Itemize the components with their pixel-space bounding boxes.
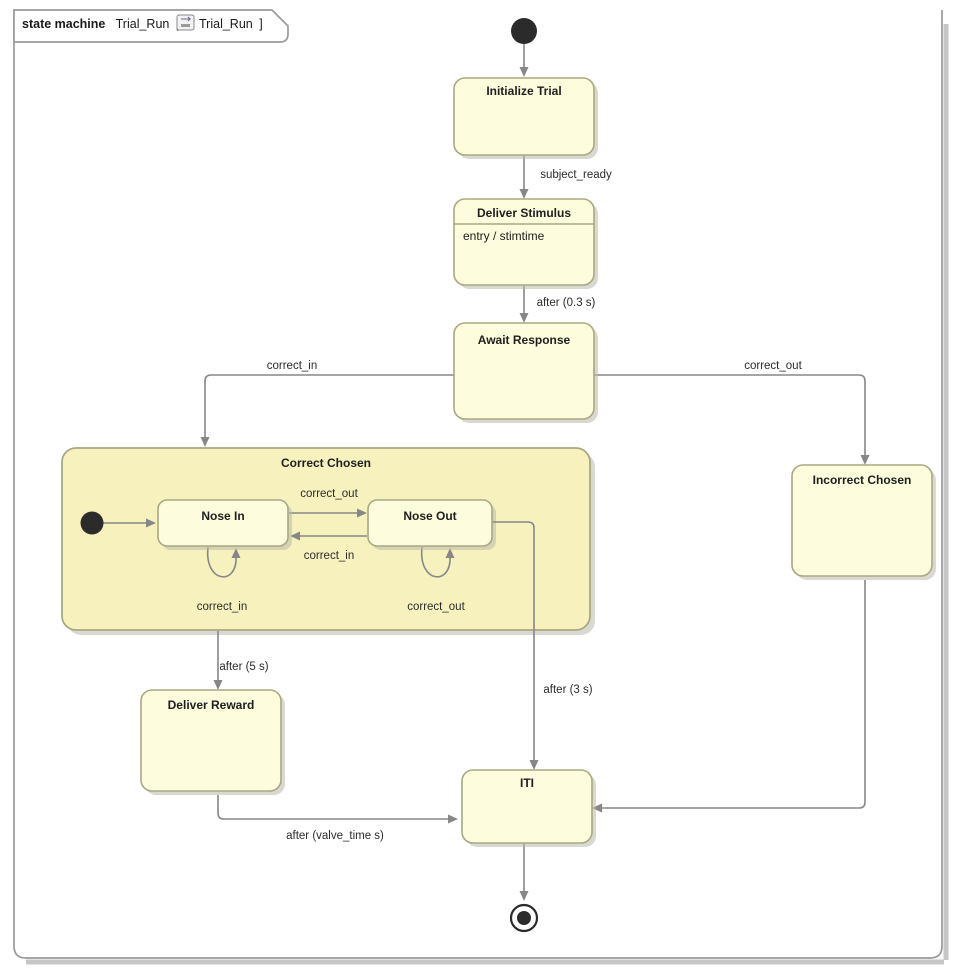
state-deliver-stimulus[interactable]: Deliver Stimulus entry / stimtime xyxy=(453,198,598,289)
edge-label-after-valve-time: after (valve_time s) xyxy=(286,830,384,842)
iti-label: ITI xyxy=(520,776,534,790)
transition-await-to-correct: correct_in xyxy=(200,360,455,447)
frame-ref: Trial_Run ] xyxy=(199,17,263,31)
iti-body xyxy=(461,769,593,844)
initialize-trial-label: Initialize Trial xyxy=(486,84,561,98)
await-response-label: Await Response xyxy=(478,333,571,347)
edge-label-correct-in-2: correct_in xyxy=(304,550,355,562)
deliver-stimulus-body xyxy=(453,198,595,286)
frame-keyword: state machine xyxy=(22,17,105,31)
correct-chosen-label: Correct Chosen xyxy=(281,456,371,470)
transition-noseout-to-iti: after (3 s) xyxy=(493,521,593,770)
deliver-reward-label: Deliver Reward xyxy=(168,698,255,712)
transition-initialize-to-stimulus: subject_ready xyxy=(519,155,612,199)
final-state xyxy=(509,903,539,933)
edge-label-subject-ready: subject_ready xyxy=(540,169,612,181)
await-response-body xyxy=(453,322,595,420)
nose-out-label: Nose Out xyxy=(403,509,456,523)
correct-chosen-body xyxy=(61,447,591,631)
frame-title: state machine Trial_Run [ xyxy=(22,17,180,31)
state-machine-icon xyxy=(176,14,195,31)
initialize-trial-body xyxy=(453,77,595,156)
frame-bracket-close: ] xyxy=(259,17,262,31)
frame-ref-name: Trial_Run xyxy=(199,17,253,31)
transition-initial-to-initialize xyxy=(519,44,529,77)
incorrect-chosen-body xyxy=(791,464,933,577)
state-nose-out[interactable]: Nose Out xyxy=(367,499,496,550)
edge-label-correct-out: correct_out xyxy=(744,360,802,372)
state-nose-in[interactable]: Nose In xyxy=(157,499,292,550)
transition-noseout-self: correct_out xyxy=(407,546,466,613)
nose-in-body xyxy=(157,499,289,547)
deliver-stimulus-label: Deliver Stimulus xyxy=(477,206,571,220)
deliver-reward-body xyxy=(140,689,282,792)
edge-label-correct-in-loop: correct_in xyxy=(197,601,248,613)
frame-name-tab xyxy=(13,9,289,43)
transition-stimulus-to-await: after (0.3 s) xyxy=(519,285,596,323)
transition-incorrect-to-iti xyxy=(592,580,866,813)
state-iti[interactable]: ITI xyxy=(461,769,596,847)
edge-label-correct-in: correct_in xyxy=(267,360,318,372)
edge-label-after-3s: after (3 s) xyxy=(543,684,592,696)
deliver-stimulus-entry: entry / stimtime xyxy=(463,229,545,243)
transition-await-to-incorrect: correct_out xyxy=(594,360,870,465)
transition-noseout-to-nosein: correct_in xyxy=(290,531,367,562)
state-correct-chosen[interactable]: Correct Chosen xyxy=(61,447,595,635)
nose-out-body xyxy=(367,499,493,547)
transition-iti-to-final xyxy=(519,843,529,901)
transition-correct-initial-to-nosein xyxy=(103,518,156,528)
state-deliver-reward[interactable]: Deliver Reward xyxy=(140,689,285,795)
state-await-response[interactable]: Await Response xyxy=(453,322,598,423)
edge-label-correct-out-loop: correct_out xyxy=(407,601,465,613)
correct-chosen-initial-pseudostate xyxy=(80,511,104,535)
state-incorrect-chosen[interactable]: Incorrect Chosen xyxy=(791,464,936,580)
edge-label-correct-out-2: correct_out xyxy=(300,488,358,500)
nose-in-label: Nose In xyxy=(201,509,244,523)
frame-name: Trial_Run xyxy=(116,17,170,31)
edge-label-after-5s: after (5 s) xyxy=(219,661,268,673)
incorrect-chosen-label: Incorrect Chosen xyxy=(813,473,912,487)
edge-label-after-03s: after (0.3 s) xyxy=(537,297,596,309)
transition-nosein-self: correct_in xyxy=(197,546,248,613)
initial-pseudostate xyxy=(511,18,537,44)
transition-reward-to-iti: after (valve_time s) xyxy=(217,795,458,842)
transition-correct-to-reward: after (5 s) xyxy=(213,631,269,690)
state-initialize-trial[interactable]: Initialize Trial xyxy=(453,77,598,159)
transition-nosein-to-noseout: correct_out xyxy=(289,488,367,518)
